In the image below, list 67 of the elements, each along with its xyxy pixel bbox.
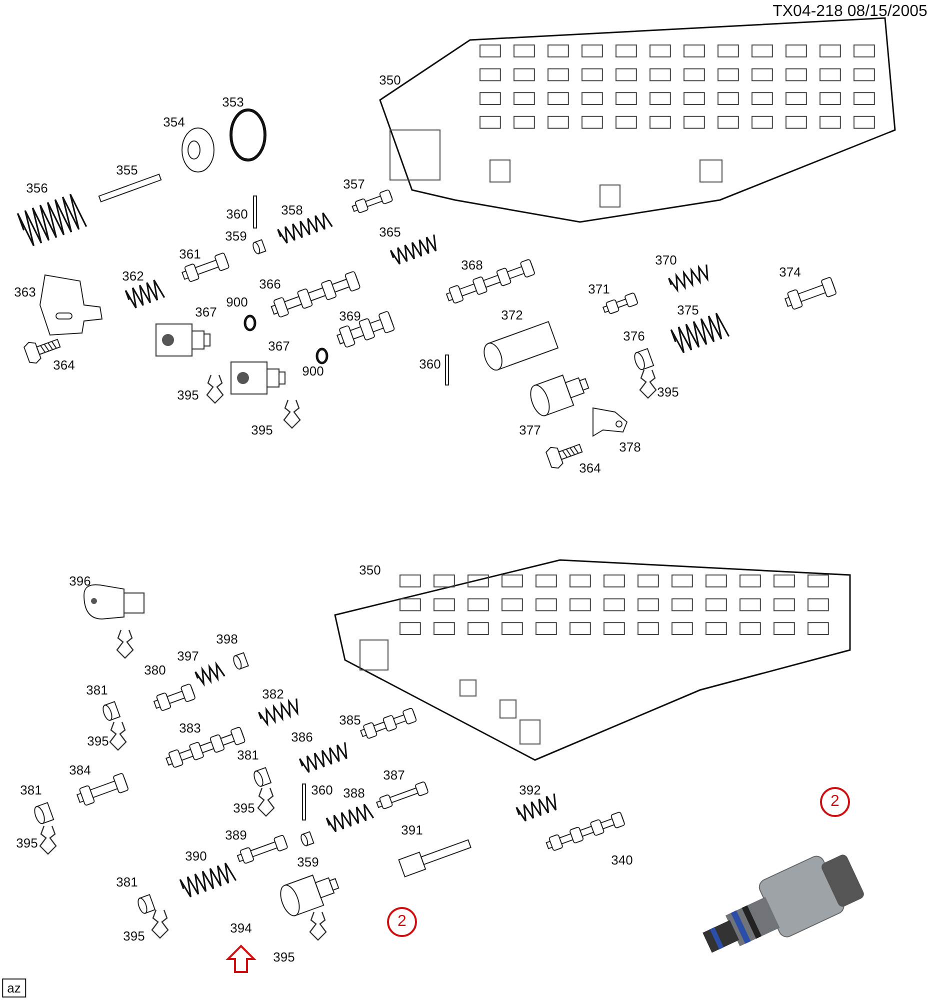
callout-number: 358 bbox=[281, 204, 303, 216]
circled-number: 2 bbox=[387, 907, 417, 937]
callout-number: 356 bbox=[26, 182, 48, 194]
callout-number: 392 bbox=[519, 784, 541, 796]
document-code: TX04-218 08/15/2005 bbox=[772, 4, 928, 20]
callout-number: 900 bbox=[302, 364, 324, 378]
callout-number: 353 bbox=[222, 96, 244, 108]
callout-number: 350 bbox=[379, 74, 401, 86]
callout-number: 354 bbox=[163, 116, 185, 128]
callout-number: 381 bbox=[116, 876, 138, 888]
callout-number: 390 bbox=[185, 850, 207, 862]
callout-number: 378 bbox=[619, 440, 641, 454]
callout-number: 359 bbox=[297, 856, 319, 868]
callout-number: 395 bbox=[273, 950, 295, 964]
callout-number: 381 bbox=[86, 684, 108, 696]
boxed-label: az bbox=[2, 978, 26, 998]
callout-number: 371 bbox=[588, 282, 610, 296]
callout-number: 381 bbox=[237, 748, 259, 762]
callout-number: 350 bbox=[359, 564, 381, 576]
callout-number: 367 bbox=[195, 306, 217, 318]
callout-number: 374 bbox=[779, 266, 801, 278]
callout-number: 388 bbox=[343, 786, 365, 800]
callout-number: 900 bbox=[226, 296, 248, 308]
callout-number: 395 bbox=[233, 802, 255, 814]
callout-number: 364 bbox=[53, 358, 75, 372]
callout-number: 359 bbox=[225, 230, 247, 242]
callout-number: 384 bbox=[69, 764, 91, 776]
callout-number: 395 bbox=[177, 388, 199, 402]
callout-number: 375 bbox=[677, 304, 699, 316]
callout-number: 376 bbox=[623, 330, 645, 342]
callout-number: 365 bbox=[379, 226, 401, 238]
callout-number: 382 bbox=[262, 688, 284, 700]
callout-number: 361 bbox=[179, 248, 201, 260]
callout-number: 372 bbox=[501, 308, 523, 322]
callout-number: 395 bbox=[657, 386, 679, 398]
callout-number: 368 bbox=[461, 258, 483, 272]
callout-number: 386 bbox=[291, 730, 313, 744]
callout-number: 394 bbox=[230, 922, 252, 934]
callout-number: 380 bbox=[144, 664, 166, 676]
callout-number: 381 bbox=[20, 784, 42, 796]
callout-number: 363 bbox=[14, 286, 36, 298]
callout-number: 398 bbox=[216, 632, 238, 646]
callout-number: 395 bbox=[16, 836, 38, 850]
callout-number: 369 bbox=[339, 310, 361, 322]
callout-number: 389 bbox=[225, 828, 247, 842]
callout-number: 362 bbox=[122, 270, 144, 282]
callout-number: 391 bbox=[401, 824, 423, 836]
callout-number: 340 bbox=[611, 854, 633, 866]
callout-number: 397 bbox=[177, 650, 199, 662]
callout-number: 355 bbox=[116, 164, 138, 176]
circled-number: 2 bbox=[820, 787, 850, 817]
callout-number: 395 bbox=[251, 424, 273, 436]
callout-number: 377 bbox=[519, 424, 541, 436]
callout-number: 387 bbox=[383, 768, 405, 782]
callout-number: 395 bbox=[123, 930, 145, 942]
callout-number: 396 bbox=[69, 574, 91, 588]
callout-number: 367 bbox=[268, 340, 290, 352]
callout-number: 360 bbox=[311, 784, 333, 796]
callout-number: 364 bbox=[579, 462, 601, 474]
callout-number: 360 bbox=[226, 208, 248, 220]
callout-number: 366 bbox=[259, 278, 281, 290]
callout-number: 360 bbox=[419, 358, 441, 370]
callout-number: 357 bbox=[343, 178, 365, 190]
callout-number: 395 bbox=[87, 734, 109, 748]
callout-number: 385 bbox=[339, 714, 361, 726]
callout-number: 370 bbox=[655, 254, 677, 266]
callout-number: 383 bbox=[179, 722, 201, 734]
